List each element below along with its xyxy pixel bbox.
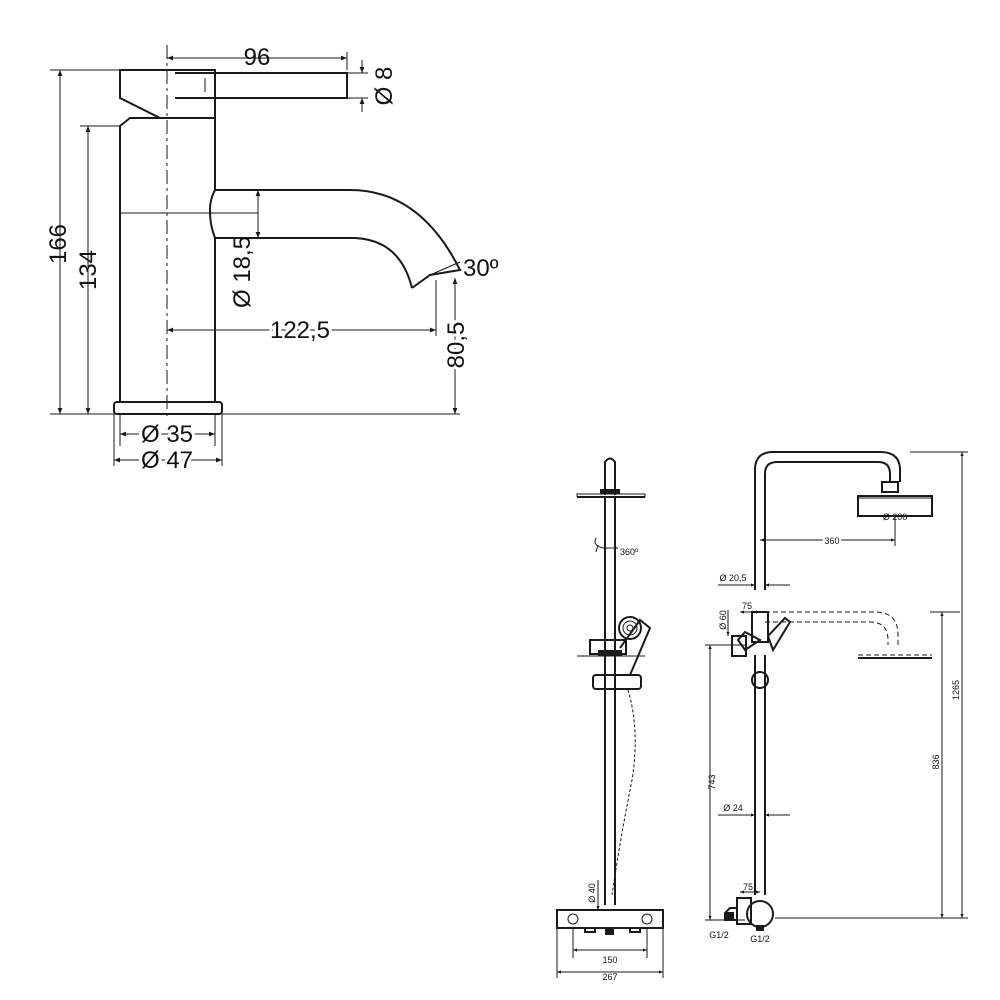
shower-front-view: 360º Ø 40 150 267 [556, 457, 664, 982]
side-dim-836: 836 [931, 754, 941, 769]
faucet-dim-122-5: 122,5 [270, 317, 330, 344]
faucet-dim-80-5: 80,5 [443, 322, 470, 369]
side-dim-743: 743 [707, 774, 717, 789]
front-dim-150: 150 [602, 955, 617, 965]
side-dim-360: 360 [824, 536, 839, 546]
side-dim-75-inlet: 75 [743, 882, 753, 892]
faucet-dim-d35: Ø 35 [141, 421, 193, 448]
faucet-dim-d8: Ø 8 [371, 67, 398, 106]
faucet-dim-30deg: 30º [463, 255, 499, 282]
faucet-dim-d47: Ø 47 [141, 447, 193, 474]
side-dim-d20-5: Ø 20,5 [719, 573, 746, 583]
faucet-drawing: 96 Ø 8 166 134 Ø 18,5 30º 122,5 80,5 [45, 44, 499, 477]
front-dim-267: 267 [602, 972, 617, 982]
side-dim-d24: Ø 24 [723, 803, 743, 813]
side-dim-1265: 1265 [951, 680, 961, 700]
faucet-dim-166: 166 [45, 224, 72, 264]
faucet-dim-134: 134 [75, 250, 102, 290]
side-dim-g12-left: G1/2 [709, 930, 729, 940]
front-rotation-label: 360º [620, 547, 639, 557]
side-dim-75-holder: 75 [742, 601, 752, 611]
faucet-dim-d18-5: Ø 18,5 [229, 236, 256, 308]
faucet-dim-96: 96 [244, 44, 271, 71]
side-dim-g12-right: G1/2 [750, 934, 770, 944]
front-dim-d40: Ø 40 [587, 883, 597, 903]
shower-side-view: Ø 200 360 Ø 20,5 75 Ø 60 743 [705, 451, 968, 944]
side-dim-d60: Ø 60 [718, 610, 728, 630]
